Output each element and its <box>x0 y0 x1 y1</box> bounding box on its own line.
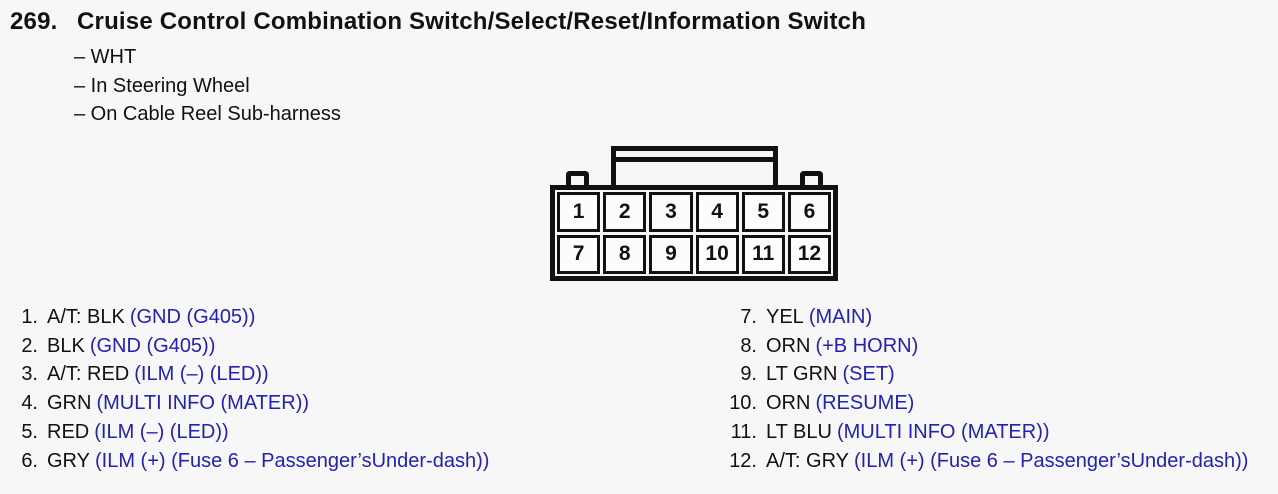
pin-number: 12. <box>729 449 757 472</box>
pin-row-8: 8. ORN (+B HORN) <box>725 332 1248 361</box>
connector-key-notch-left <box>566 171 589 189</box>
pin-wire-color: ORN <box>766 334 811 357</box>
connector-key-notch-right <box>800 171 823 189</box>
pin-list-left: 1. A/T: BLK (GND (G405)) 2. BLK (GND (G4… <box>20 303 489 475</box>
pin-wire-color: LT GRN <box>766 363 838 386</box>
pin-number: 1. <box>21 306 38 328</box>
pin-function-text: (MULTI INFO (MATER)) <box>836 420 1050 443</box>
note-harness: – On Cable Reel Sub-harness <box>74 103 341 125</box>
pin-cavity-2: 2 <box>603 192 647 232</box>
pin-cavity-11: 11 <box>741 234 785 274</box>
pin-function-text: (ILM (–) (LED)) <box>134 363 269 386</box>
connector-notes: – WHT – In Steering Wheel – On Cable Ree… <box>74 43 341 129</box>
pin-row-9: 9. LT GRN (SET) <box>725 360 1248 389</box>
pin-function-text: (GND (G405)) <box>129 306 256 328</box>
pin-row-3: 3. A/T: RED (ILM (–) (LED)) <box>20 360 489 389</box>
pin-function-text: (MAIN) <box>808 306 873 328</box>
note-wire-color: – WHT <box>74 46 137 68</box>
pin-cavity-5: 5 <box>741 192 785 232</box>
pin-wire-color: RED <box>47 420 90 443</box>
pin-cavity-3: 3 <box>649 192 693 232</box>
pin-list-right: 7. YEL (MAIN) 8. ORN (+B HORN) 9. LT GRN… <box>725 303 1248 475</box>
pin-wire-color: A/T: BLK <box>47 306 125 328</box>
pin-function-text: (MULTI INFO (MATER)) <box>96 392 310 415</box>
pin-cavity-1: 1 <box>557 192 601 232</box>
pin-number: 9. <box>740 363 757 386</box>
pin-number: 6. <box>21 449 38 472</box>
pin-cavity-8: 8 <box>603 234 647 274</box>
pin-cavity-4: 4 <box>695 192 739 232</box>
pin-function-text: (RESUME) <box>815 392 915 415</box>
pin-function-text: (ILM (–) (LED)) <box>94 420 229 443</box>
pin-cavity-6: 6 <box>787 192 831 232</box>
pin-number: 7. <box>740 306 757 328</box>
pin-number: 2. <box>21 334 38 357</box>
pin-row-1: 1. A/T: BLK (GND (G405)) <box>20 303 489 332</box>
pin-cavity-10: 10 <box>695 234 739 274</box>
pin-row-4: 4. GRN (MULTI INFO (MATER)) <box>20 389 489 418</box>
pin-row-2: 2. BLK (GND (G405)) <box>20 332 489 361</box>
pin-wire-color: GRY <box>47 449 90 472</box>
pin-cavity-9: 9 <box>649 234 693 274</box>
pin-row-7: 7. YEL (MAIN) <box>725 303 1248 332</box>
pin-wire-color: YEL <box>766 306 804 328</box>
pin-function-text: (GND (G405)) <box>89 334 216 357</box>
pin-number: 5. <box>21 420 38 443</box>
connector-diagram: 1 2 3 4 5 6 7 8 9 10 11 12 <box>550 146 838 281</box>
pin-row-6: 6. GRY (ILM (+) (Fuse 6 – Passenger’sUnd… <box>20 447 489 476</box>
pin-function-text: (SET) <box>842 363 895 386</box>
pin-number: 11. <box>730 420 757 443</box>
pin-function-text: (ILM (+) (Fuse 6 – Passenger’sUnder-dash… <box>94 449 490 472</box>
note-location: – In Steering Wheel <box>74 74 250 97</box>
pin-wire-color: ORN <box>766 392 811 415</box>
pin-number: 8. <box>740 334 757 357</box>
page-title: Cruise Control Combination Switch/Select… <box>77 8 867 35</box>
pin-function-text: (+B HORN) <box>815 334 919 357</box>
pin-wire-color: LT BLU <box>766 420 832 443</box>
connector-pin-grid: 1 2 3 4 5 6 7 8 9 10 11 12 <box>557 192 831 274</box>
pin-row-11: 11. LT BLU (MULTI INFO (MATER)) <box>725 418 1248 447</box>
pin-wire-color: GRN <box>47 392 92 415</box>
pin-number: 4. <box>21 392 38 415</box>
pin-cavity-12: 12 <box>787 234 831 274</box>
pin-number: 3. <box>21 363 38 386</box>
item-number: 269. <box>10 8 58 35</box>
pin-cavity-7: 7 <box>557 234 601 274</box>
pin-wire-color: A/T: GRY <box>766 449 849 472</box>
pin-function-text: (ILM (+) (Fuse 6 – Passenger’sUnder-dash… <box>854 449 1249 472</box>
pin-number: 10. <box>729 392 757 415</box>
connector-body: 1 2 3 4 5 6 7 8 9 10 11 12 <box>550 185 838 281</box>
pin-row-10: 10. ORN (RESUME) <box>725 389 1248 418</box>
connector-lock-tab <box>611 146 778 190</box>
pin-wire-color: A/T: RED <box>47 363 130 386</box>
pin-row-5: 5. RED (ILM (–) (LED)) <box>20 418 489 447</box>
connector-lock-tab-line <box>616 157 773 162</box>
pin-row-12: 12. A/T: GRY (ILM (+) (Fuse 6 – Passenge… <box>725 447 1248 476</box>
pin-wire-color: BLK <box>47 334 85 357</box>
